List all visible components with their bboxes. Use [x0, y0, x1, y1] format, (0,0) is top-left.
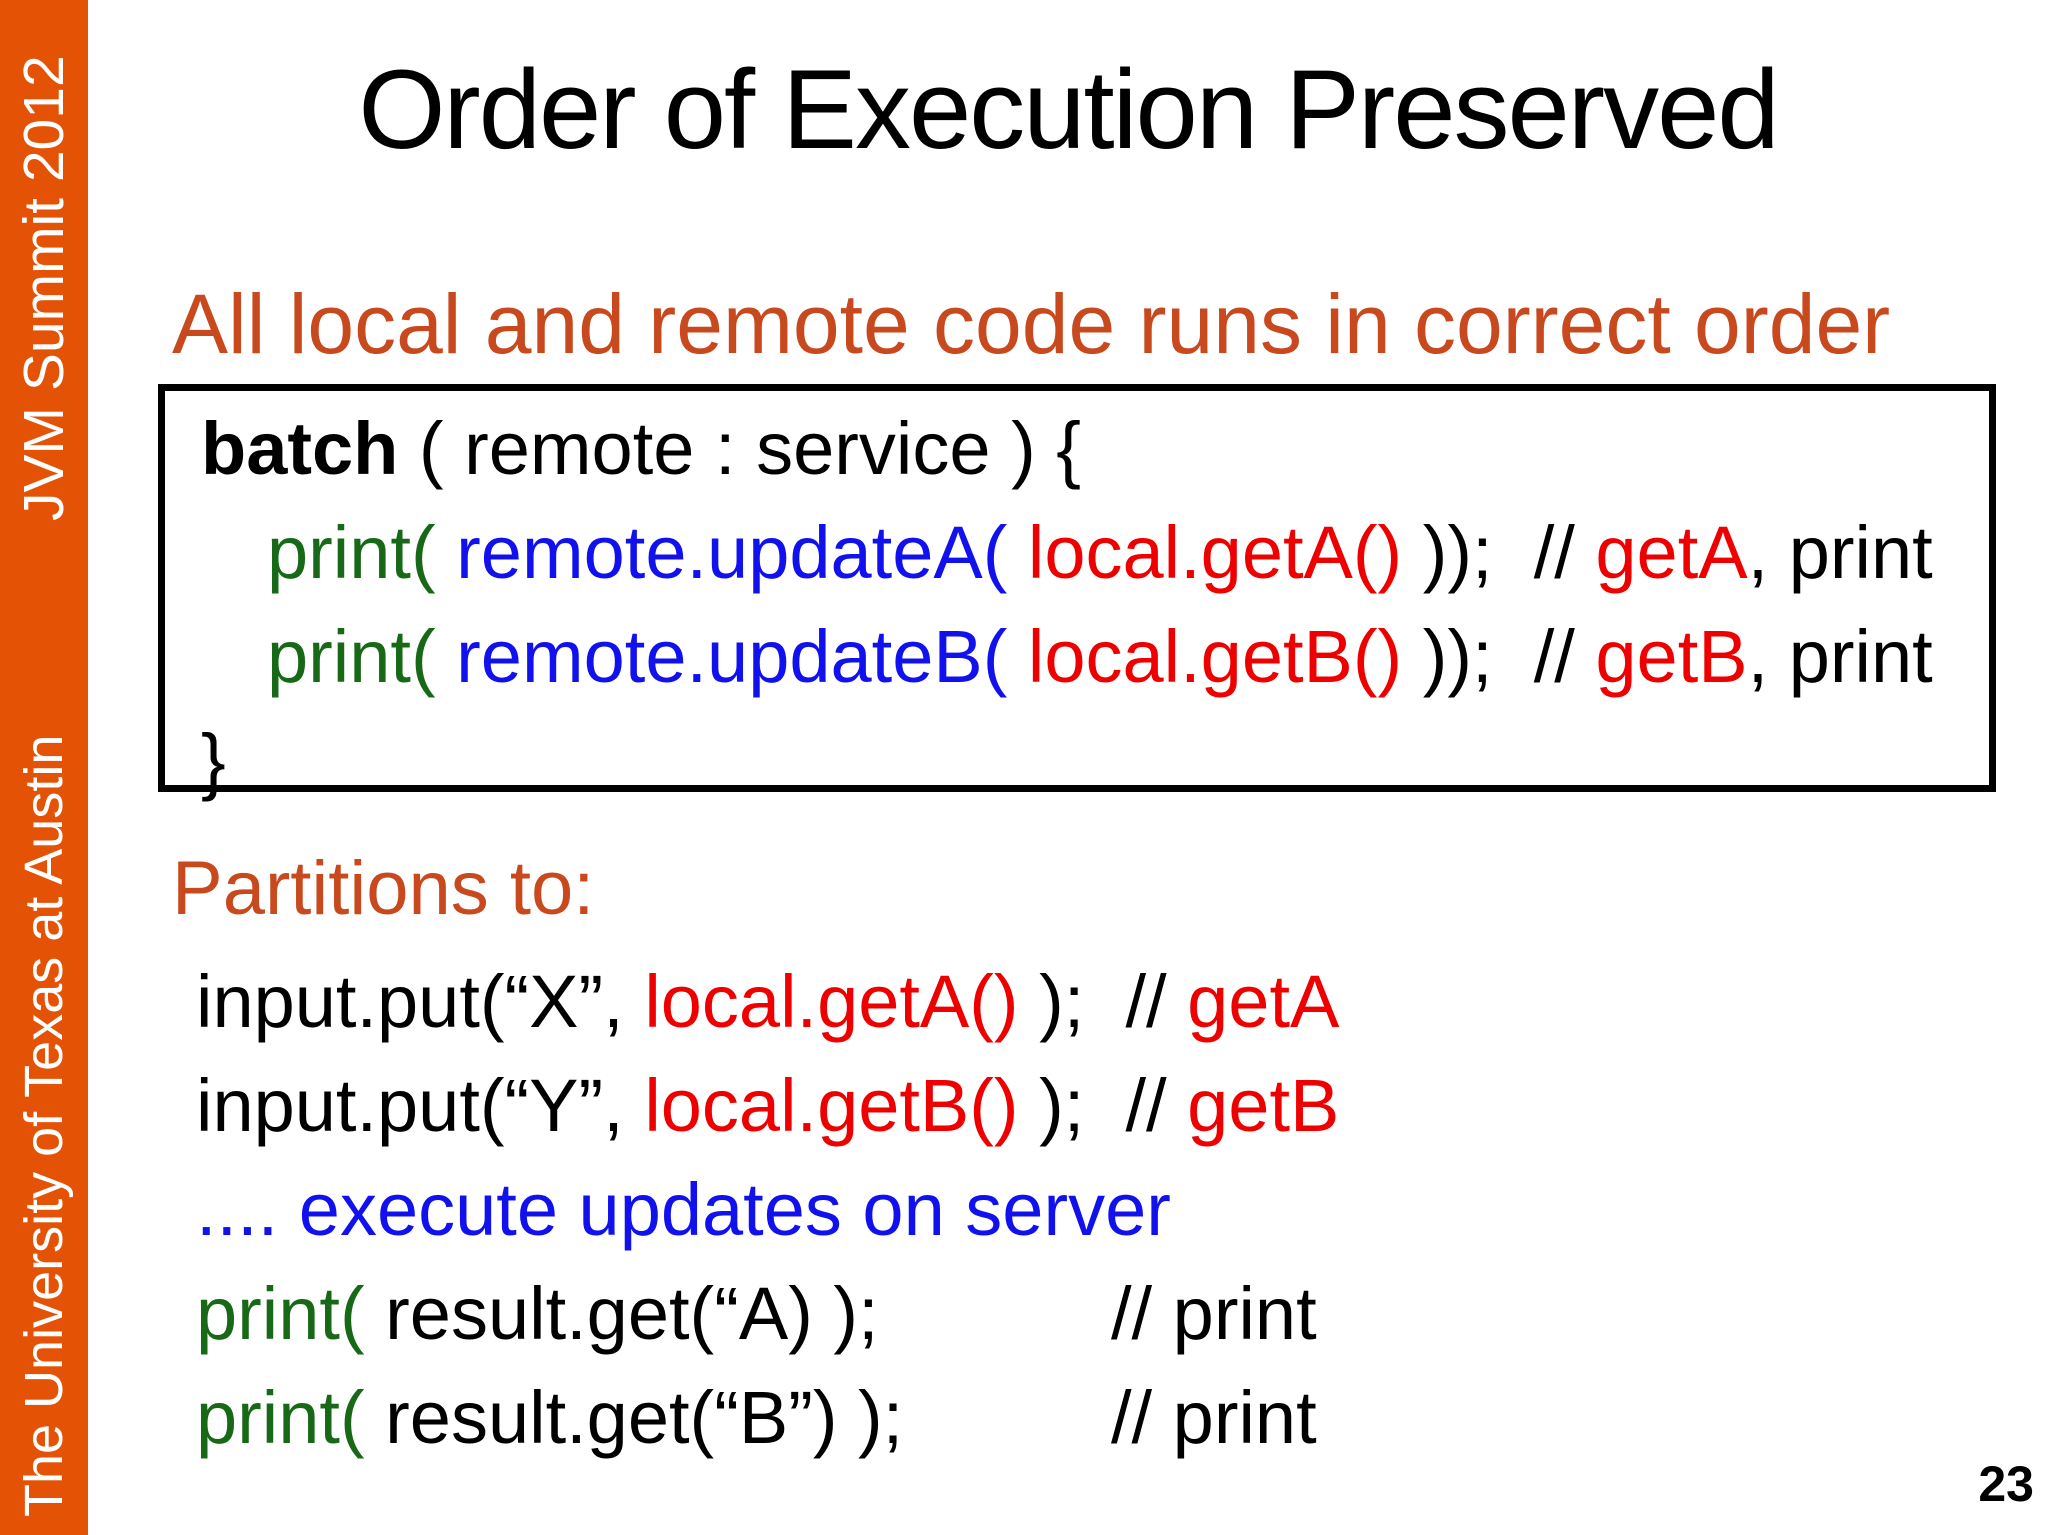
sidebar: JVM Summit 2012 The University of Texas … — [0, 0, 88, 1535]
close-paren-comment-slashes: ); // — [1018, 1064, 1188, 1147]
comment-get-b: getB — [1187, 1064, 1340, 1147]
slide-title: Order of Execution Preserved — [358, 47, 1779, 172]
result-get-b: result.get(“B”) ); — [364, 1376, 904, 1459]
comment-print: // print — [1111, 1272, 1317, 1355]
local-get-a-call: local.getA() — [644, 960, 1019, 1043]
partitions-heading: Partitions to: — [172, 846, 595, 931]
code-line-update-a: print( remote.updateA( local.getA() )); … — [165, 501, 1989, 605]
print-fn: print( — [196, 1376, 365, 1459]
code-line-closing-brace: } — [165, 709, 1989, 813]
page-number: 23 — [1978, 1456, 2034, 1512]
comment-get-b: getB — [1595, 615, 1748, 698]
sidebar-conference-label: JVM Summit 2012 — [12, 55, 76, 521]
print-fn: print( — [267, 511, 436, 594]
subtitle: All local and remote code runs in correc… — [172, 277, 1891, 371]
close-parens: )); // — [1402, 615, 1596, 698]
close-parens: )); // — [1402, 511, 1596, 594]
local-get-b-call: local.getB() — [1007, 615, 1403, 698]
result-get-a: result.get(“A) ); — [364, 1272, 879, 1355]
closing-brace: } — [201, 719, 226, 802]
batch-signature-rest: ( remote : service ) { — [398, 407, 1081, 490]
print-fn: print( — [267, 615, 436, 698]
partitioned-code-block: input.put(“X”, local.getA() ); // getA i… — [196, 950, 1339, 1470]
comment-print: // print — [1111, 1376, 1317, 1459]
print-fn: print( — [196, 1272, 365, 1355]
comment-print-tail: , print — [1747, 615, 1933, 698]
code-line-print-result-b: print( result.get(“B”) ); // print — [196, 1366, 1339, 1470]
comment-get-a: getA — [1187, 960, 1340, 1043]
slide-content: Order of Execution Preserved All local a… — [88, 0, 2048, 1535]
code-line-batch-signature: batch ( remote : service ) { — [165, 397, 1989, 501]
batch-keyword: batch — [201, 407, 399, 490]
execute-updates-note: .... execute updates on server — [196, 1168, 1171, 1251]
code-line-print-result-a: print( result.get(“A) ); // print — [196, 1262, 1339, 1366]
local-get-b-call: local.getB() — [644, 1064, 1019, 1147]
input-put-x: input.put(“X”, — [196, 960, 645, 1043]
code-line-update-b: print( remote.updateB( local.getB() )); … — [165, 605, 1989, 709]
input-put-y: input.put(“Y”, — [196, 1064, 645, 1147]
batch-code-box: batch ( remote : service ) { print( remo… — [158, 384, 1996, 802]
code-line-input-y: input.put(“Y”, local.getB() ); // getB — [196, 1054, 1339, 1158]
code-line-input-x: input.put(“X”, local.getA() ); // getA — [196, 950, 1339, 1054]
comment-print-tail: , print — [1747, 511, 1933, 594]
remote-update-b-call: remote.updateB( — [435, 615, 1008, 698]
sidebar-university-label: The University of Texas at Austin — [14, 734, 74, 1517]
comment-get-a: getA — [1595, 511, 1748, 594]
remote-update-a-call: remote.updateA( — [435, 511, 1008, 594]
close-paren-comment-slashes: ); // — [1018, 960, 1188, 1043]
local-get-a-call: local.getA() — [1007, 511, 1403, 594]
code-line-execute-updates: .... execute updates on server — [196, 1158, 1339, 1262]
